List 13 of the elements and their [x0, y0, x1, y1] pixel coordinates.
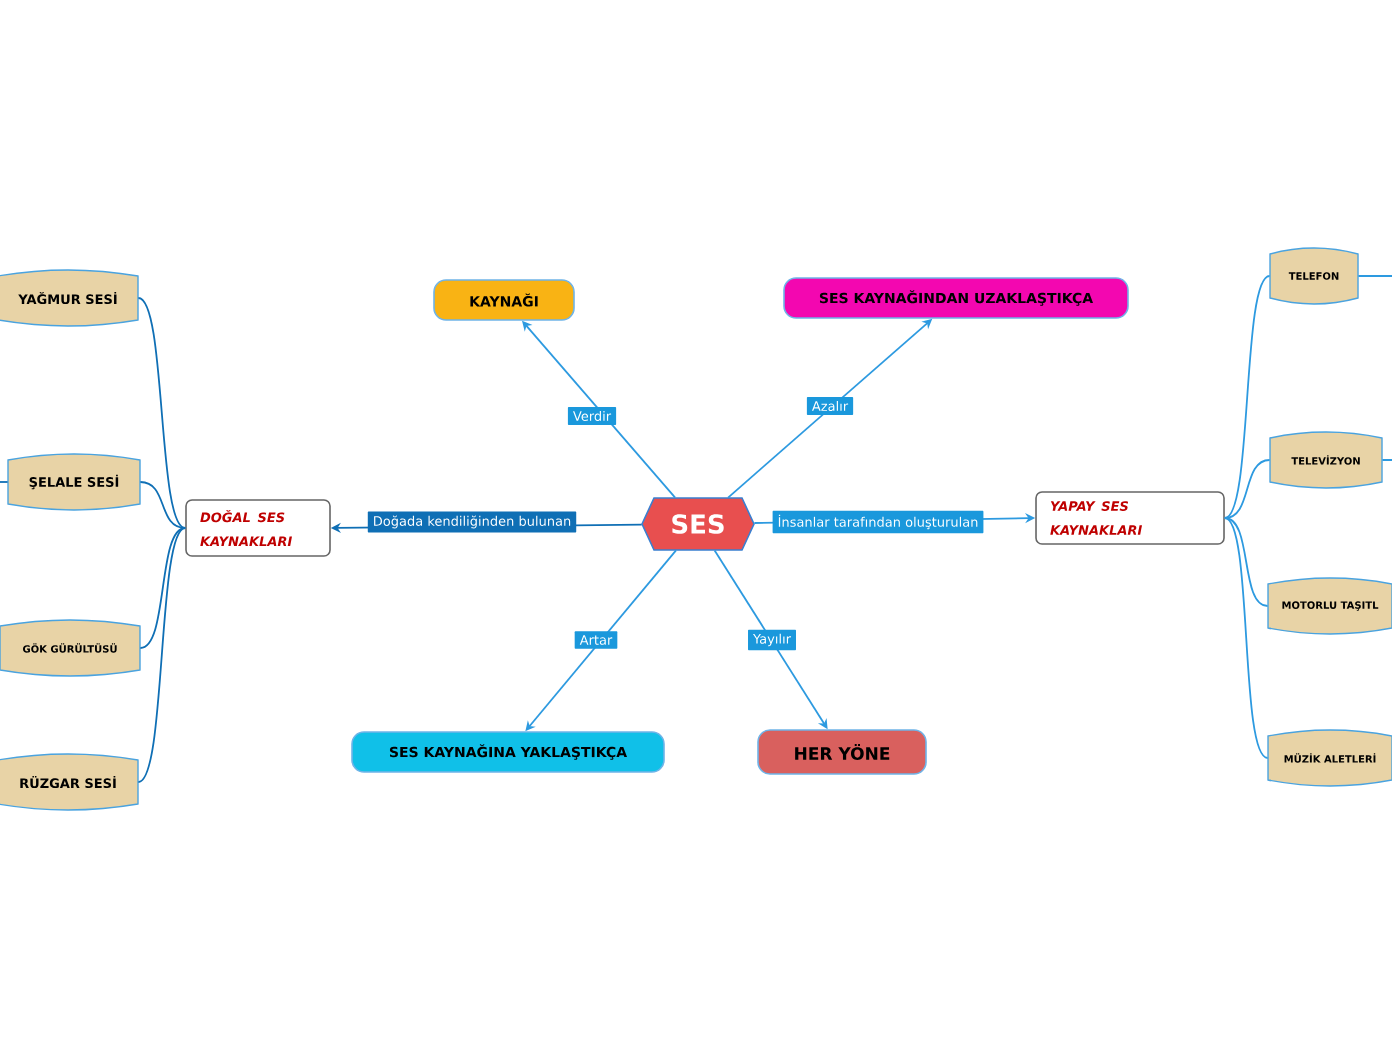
connector [1223, 517, 1269, 759]
connector [137, 527, 187, 783]
connector [1223, 275, 1271, 519]
connector [139, 481, 187, 529]
connector [137, 297, 187, 529]
connector [139, 527, 187, 649]
connector [1223, 517, 1269, 607]
connector [1223, 459, 1271, 519]
central-hexagon: SES [641, 497, 755, 551]
connector [0, 481, 9, 483]
topic-box: HER YÖNE [757, 729, 927, 775]
connector [1357, 275, 1392, 277]
connector [1381, 459, 1392, 461]
